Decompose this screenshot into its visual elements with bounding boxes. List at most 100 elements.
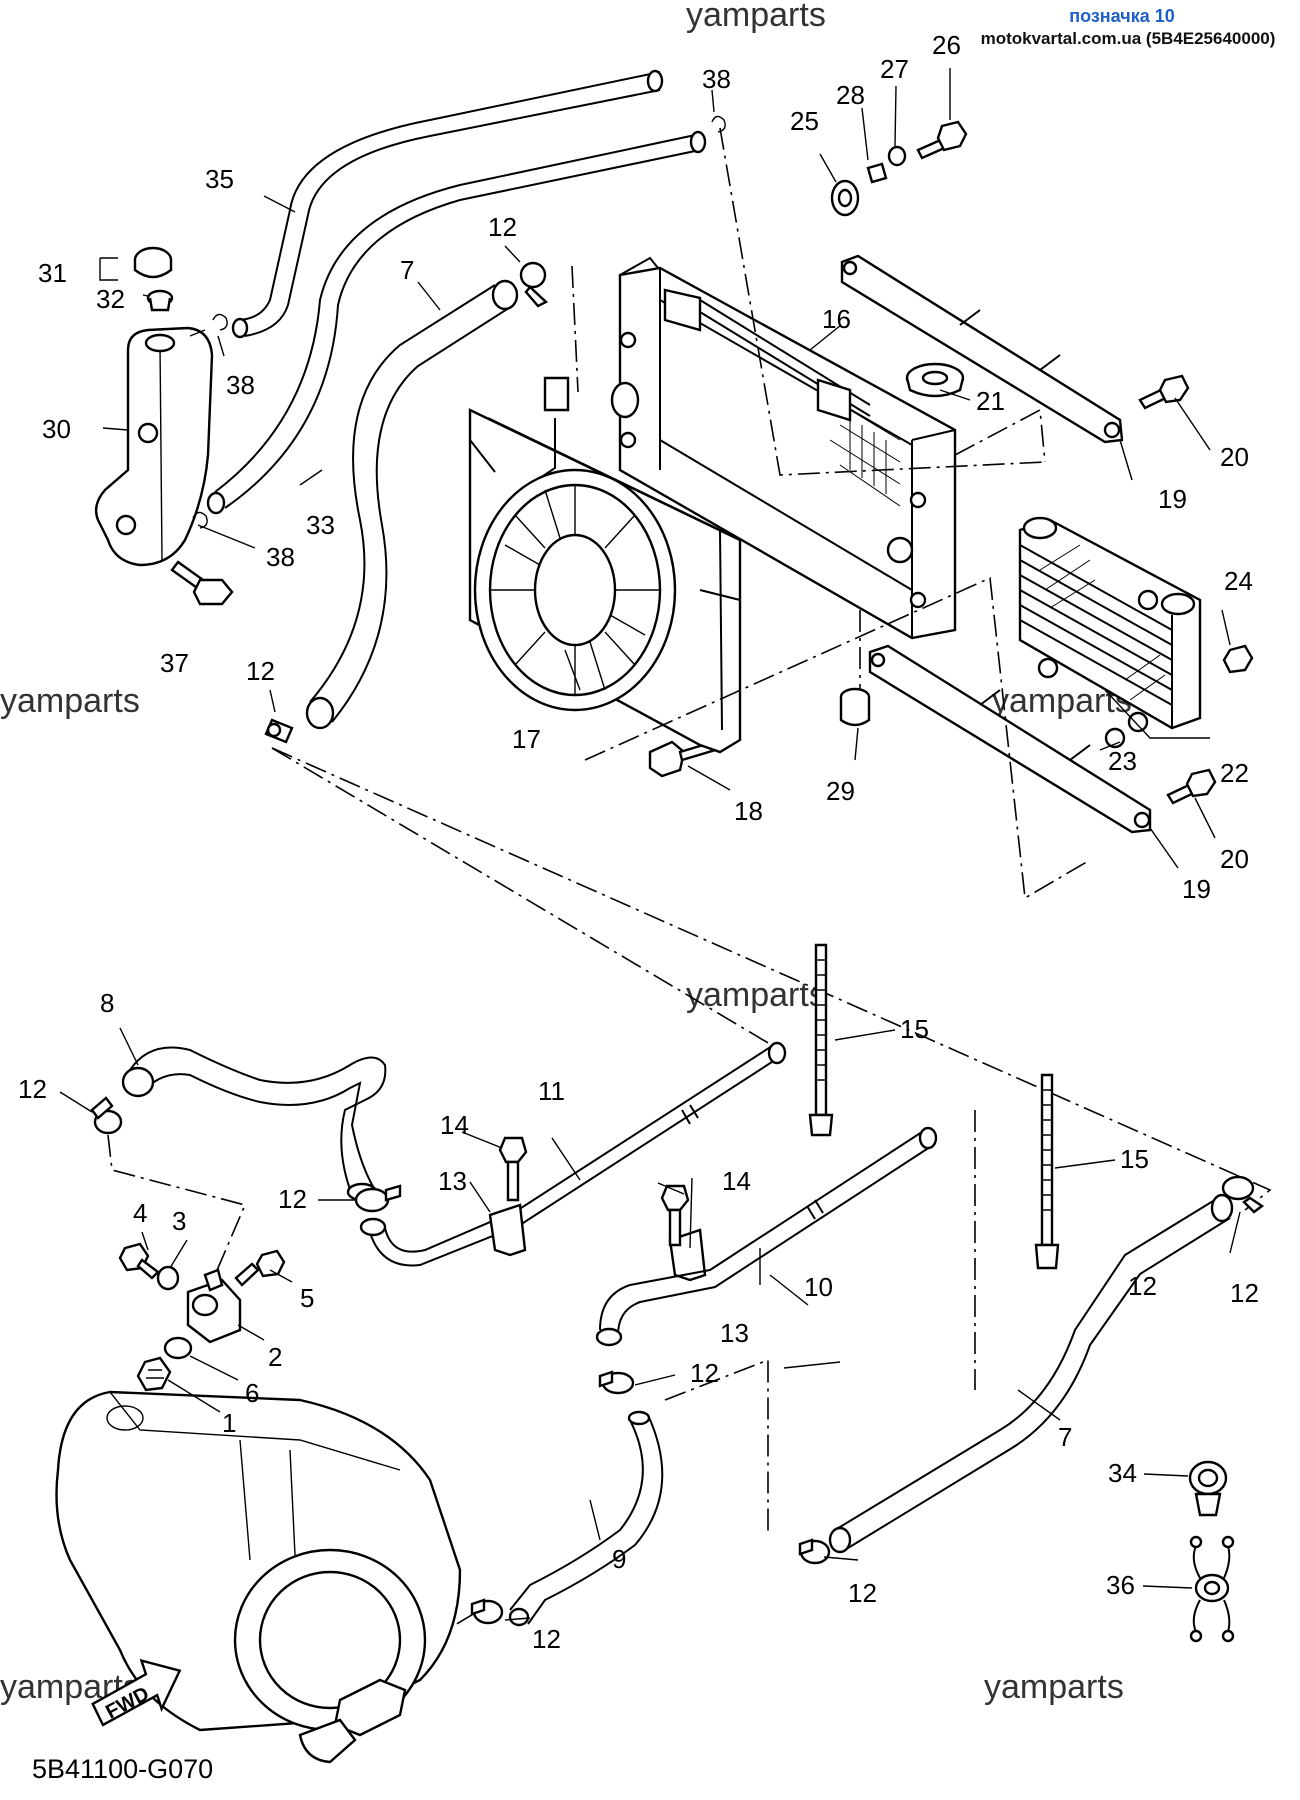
hose-7-upper — [305, 279, 519, 730]
callout-20: 20 — [1220, 442, 1249, 472]
callout-7: 7 — [1058, 1422, 1072, 1452]
callout-12: 12 — [690, 1358, 719, 1388]
callout-30: 30 — [42, 414, 71, 444]
callout-7: 7 — [400, 255, 414, 285]
callout-38: 38 — [702, 64, 731, 94]
cable-tie-15 — [808, 943, 834, 1137]
clip-36 — [1189, 1535, 1235, 1643]
callout-16: 16 — [822, 304, 851, 334]
clip-38 — [212, 313, 228, 331]
callout-1: 1 — [222, 1408, 236, 1438]
bolt-14 — [498, 1136, 528, 1202]
callout-23: 23 — [1108, 746, 1137, 776]
callout-13: 13 — [438, 1166, 467, 1196]
reservoir-cap-31 — [133, 246, 173, 279]
callout-24: 24 — [1224, 566, 1253, 596]
callout-31: 31 — [38, 258, 67, 288]
callout-28: 28 — [836, 80, 865, 110]
ref-line — [271, 747, 781, 1051]
clamp-12 — [354, 1184, 402, 1213]
callout-12: 12 — [1128, 1271, 1157, 1301]
hose-33 — [206, 130, 707, 515]
callout-22: 22 — [1220, 758, 1249, 788]
callout-14: 14 — [722, 1166, 751, 1196]
hose-9 — [508, 1410, 664, 1627]
callouts: 1 2 3 4 5 6 7 7 8 9 10 11 12 12 12 12 12… — [18, 30, 1259, 1654]
clamp-12 — [519, 261, 549, 308]
damper-29 — [839, 687, 871, 727]
label-link[interactable]: позначка 10 — [1069, 6, 1175, 26]
callout-19: 19 — [1182, 874, 1211, 904]
grommet-25 — [830, 179, 860, 217]
callout-36: 36 — [1106, 1570, 1135, 1600]
callout-3: 3 — [172, 1206, 186, 1236]
callout-9: 9 — [612, 1544, 626, 1574]
callout-12: 12 — [488, 212, 517, 242]
oil-cooler-22 — [1018, 516, 1202, 730]
pipe-11 — [359, 1041, 787, 1267]
clamp-12 — [90, 1096, 123, 1135]
thermostat-1 — [136, 1356, 172, 1392]
callout-8: 8 — [100, 988, 114, 1018]
watermark: yamparts — [686, 976, 826, 1014]
callout-15: 15 — [1120, 1144, 1149, 1174]
callout-38: 38 — [266, 542, 295, 572]
callout-12: 12 — [848, 1578, 877, 1608]
callout-32: 32 — [96, 284, 125, 314]
bolt-26 — [916, 120, 968, 160]
engine-block — [55, 1390, 462, 1764]
washer-23b — [1127, 711, 1149, 733]
callout-37: 37 — [160, 648, 189, 678]
washer-27 — [887, 145, 907, 167]
callout-34: 34 — [1108, 1458, 1137, 1488]
callout-35: 35 — [205, 164, 234, 194]
bolt-20 — [1166, 768, 1217, 805]
callout-25: 25 — [790, 106, 819, 136]
clamp-12 — [264, 718, 294, 744]
cable-tie-15 — [1034, 1073, 1060, 1270]
bolt-4 — [118, 1242, 160, 1280]
callout-4: 4 — [133, 1198, 147, 1228]
clamp-12 — [798, 1538, 831, 1565]
ref-line — [571, 265, 579, 393]
callout-2: 2 — [268, 1342, 282, 1372]
radiator-cap-21 — [905, 362, 965, 398]
leader-lines — [59, 68, 1241, 1621]
clip-38 — [711, 115, 726, 133]
callout-17: 17 — [512, 724, 541, 754]
ref-line — [664, 1358, 769, 1535]
callout-12: 12 — [532, 1624, 561, 1654]
fan-17 — [468, 376, 742, 754]
bolt-5 — [234, 1249, 286, 1287]
callout-19: 19 — [1158, 484, 1187, 514]
ref-line — [584, 576, 1091, 900]
callout-26: 26 — [932, 30, 961, 60]
callout-38: 38 — [226, 370, 255, 400]
callout-12: 12 — [278, 1184, 307, 1214]
hose-8 — [121, 1046, 387, 1202]
hose-35 — [231, 69, 664, 339]
callout-15: 15 — [900, 1014, 929, 1044]
clip-38 — [192, 511, 208, 529]
callout-20: 20 — [1220, 844, 1249, 874]
clamp-12 — [598, 1370, 635, 1395]
clamp-12 — [1221, 1175, 1265, 1214]
reservoir-tank-30 — [94, 326, 214, 567]
clip-34 — [1188, 1460, 1228, 1517]
callout-13: 13 — [720, 1318, 749, 1348]
callout-5: 5 — [300, 1283, 314, 1313]
watermark: yamparts — [984, 1668, 1124, 1706]
nut-24 — [1222, 644, 1254, 674]
watermark: yamparts — [686, 0, 826, 34]
bracket-19-upper — [840, 254, 1124, 444]
watermark: yamparts — [0, 682, 140, 720]
callout-33: 33 — [306, 510, 335, 540]
callout-6: 6 — [245, 1378, 259, 1408]
pipe-10 — [595, 1126, 938, 1347]
site-caption: motokvartal.com.ua (5B4E25640000) — [981, 29, 1276, 48]
o-ring-6 — [163, 1336, 193, 1360]
bracket-19-lower — [868, 644, 1152, 834]
callout-12: 12 — [1230, 1278, 1259, 1308]
bolt-14 — [660, 1184, 690, 1247]
bolt-20 — [1138, 374, 1190, 410]
